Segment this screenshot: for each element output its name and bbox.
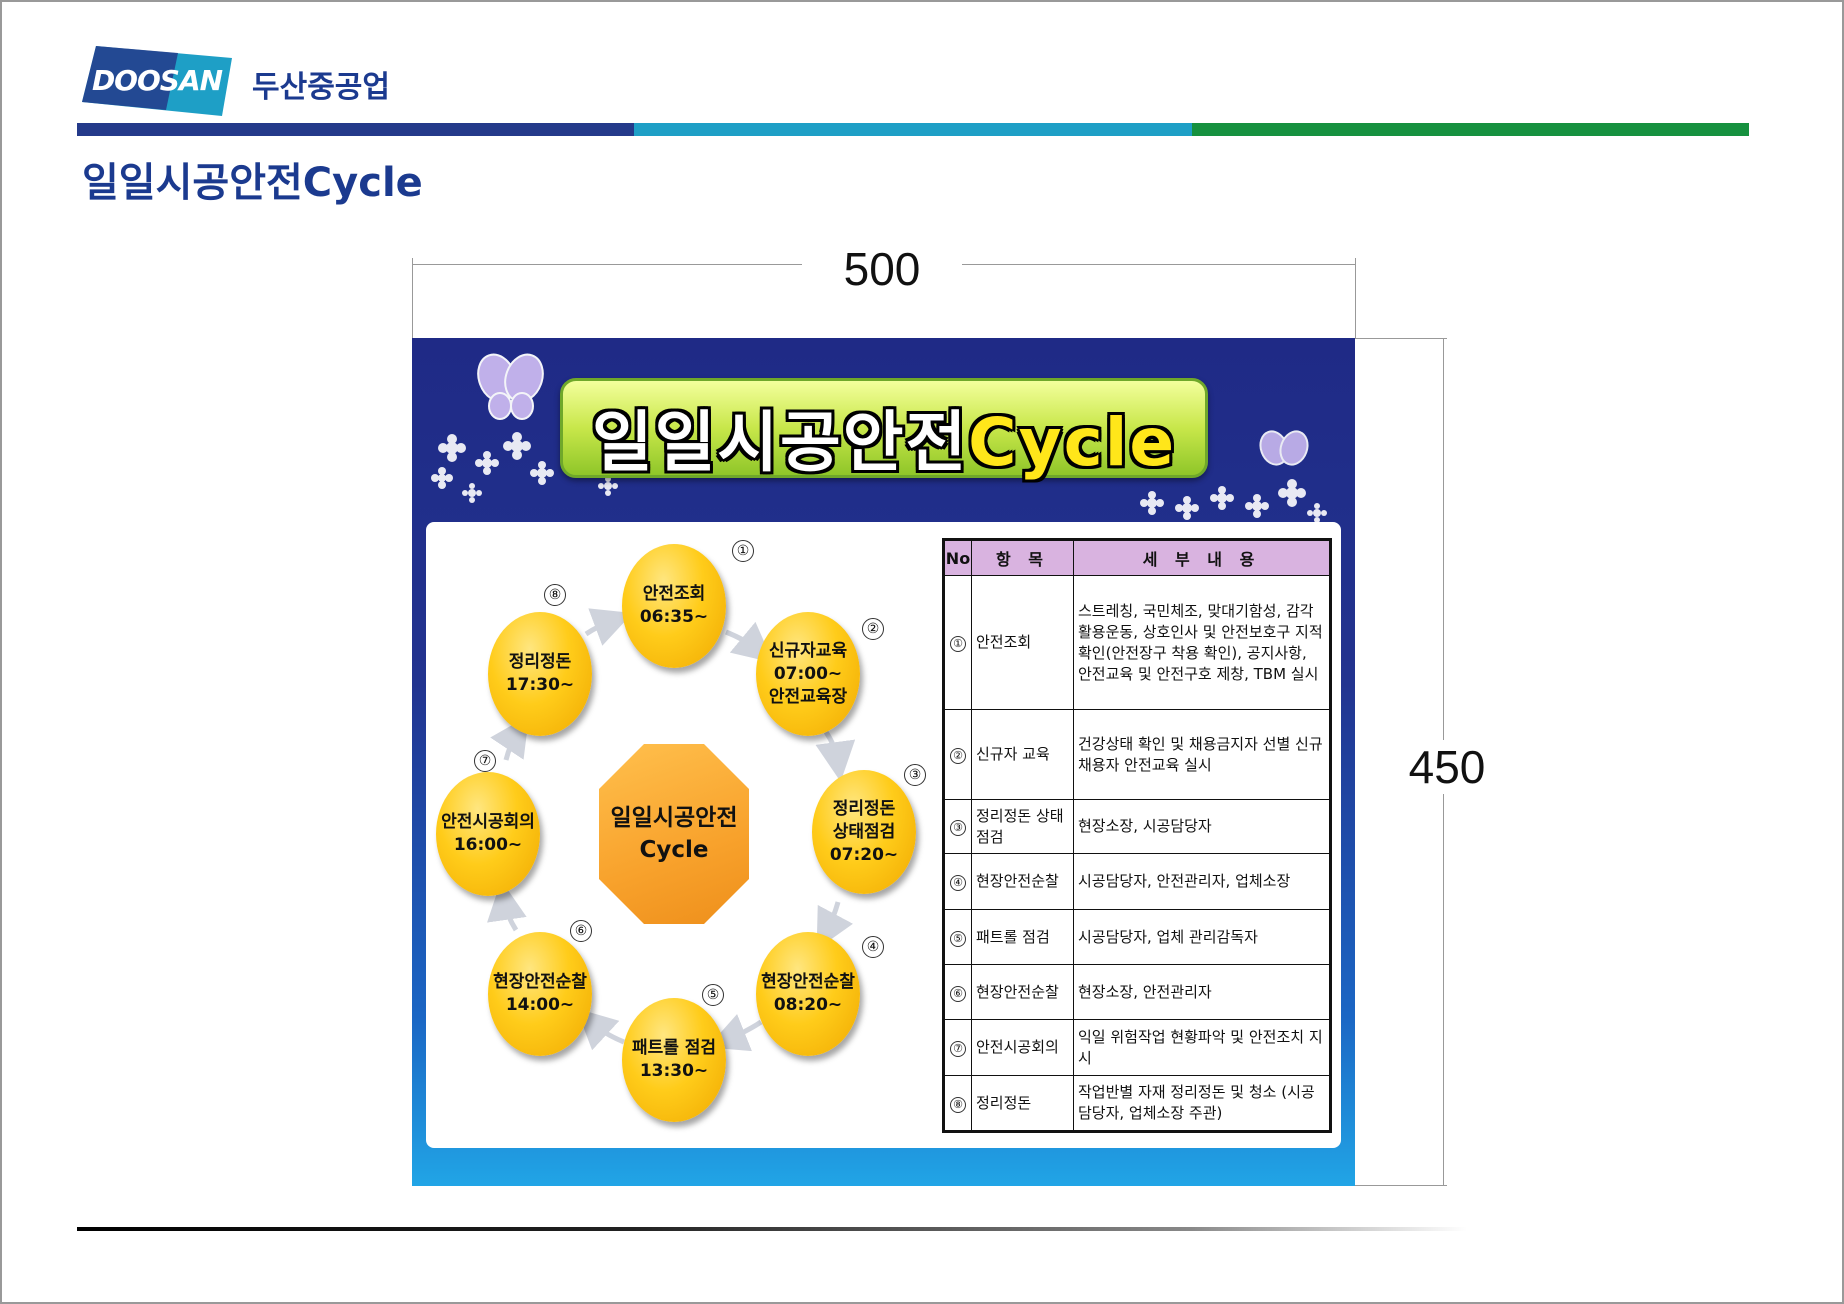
table-row: ③ 정리정돈 상태점검 현장소장, 시공담당자	[943, 799, 1331, 854]
banner-title-en: Cycle	[968, 404, 1177, 481]
cycle-arrows	[487, 608, 856, 1052]
step-number-7: ⑦	[474, 750, 496, 772]
page-title: 일일시공안전Cycle	[82, 160, 423, 206]
banner-title: 일일시공안전Cycle	[563, 389, 1205, 485]
width-dimension-tick-left	[412, 258, 413, 338]
height-dimension-tick-bottom	[1355, 1185, 1447, 1186]
logo-shape	[82, 46, 232, 116]
table-header-row: No 항 목 세 부 내 용	[943, 539, 1331, 576]
height-dimension-tick-top	[1355, 338, 1447, 339]
step-number-4: ④	[862, 936, 884, 958]
table-row: ⑤ 패트롤 점검 시공담당자, 업체 관리감독자	[943, 909, 1331, 965]
header-stripe	[77, 123, 1749, 136]
width-dimension-label: 500	[802, 242, 962, 296]
logo-text: DOOSAN	[91, 64, 223, 97]
cycle-detail-table: No 항 목 세 부 내 용 ① 안전조회 스트레칭, 국민체조, 맞대기함성,…	[942, 538, 1332, 1133]
butterfly-icon	[477, 353, 544, 420]
company-name: 두산중공업	[252, 70, 390, 105]
table-row: ② 신규자 교육 건강상태 확인 및 채용금지자 선별 신규채용자 안전교육 실…	[943, 709, 1331, 800]
table-row: ① 안전조회 스트레칭, 국민체조, 맞대기함성, 감각활용운동, 상호인사 및…	[943, 575, 1331, 710]
banner-title-ko: 일일시공안전	[591, 404, 969, 481]
header-detail: 세 부 내 용	[1073, 539, 1331, 576]
step-number-5: ⑤	[702, 984, 724, 1006]
board-banner: 일일시공안전Cycle	[560, 378, 1208, 481]
flower-butterfly-decoration	[431, 353, 1327, 523]
header-item: 항 목	[971, 539, 1074, 576]
step-number-8: ⑧	[544, 584, 566, 606]
step-number-2: ②	[862, 618, 884, 640]
doosan-logo: DOOSAN	[82, 46, 232, 116]
table-row: ⑥ 현장안전순찰 현장소장, 안전관리자	[943, 964, 1331, 1020]
table-row: ⑦ 안전시공회의 익일 위험작업 현황파악 및 안전조치 지시	[943, 1019, 1331, 1076]
step-number-3: ③	[904, 764, 926, 786]
table-row: ⑧ 정리정돈 작업반별 자재 정리정돈 및 청소 (시공담당자, 업체소장 주관…	[943, 1075, 1331, 1132]
footer-line	[77, 1227, 1467, 1231]
step-number-1: ①	[732, 540, 754, 562]
table-row: ④ 현장안전순찰 시공담당자, 안전관리자, 업체소장	[943, 853, 1331, 910]
width-dimension-tick-right	[1355, 258, 1356, 338]
header-no: No	[943, 539, 972, 576]
height-dimension-label: 450	[1397, 740, 1497, 794]
safety-board: 일일시공안전Cycle	[412, 338, 1355, 1186]
step-number-6: ⑥	[570, 920, 592, 942]
